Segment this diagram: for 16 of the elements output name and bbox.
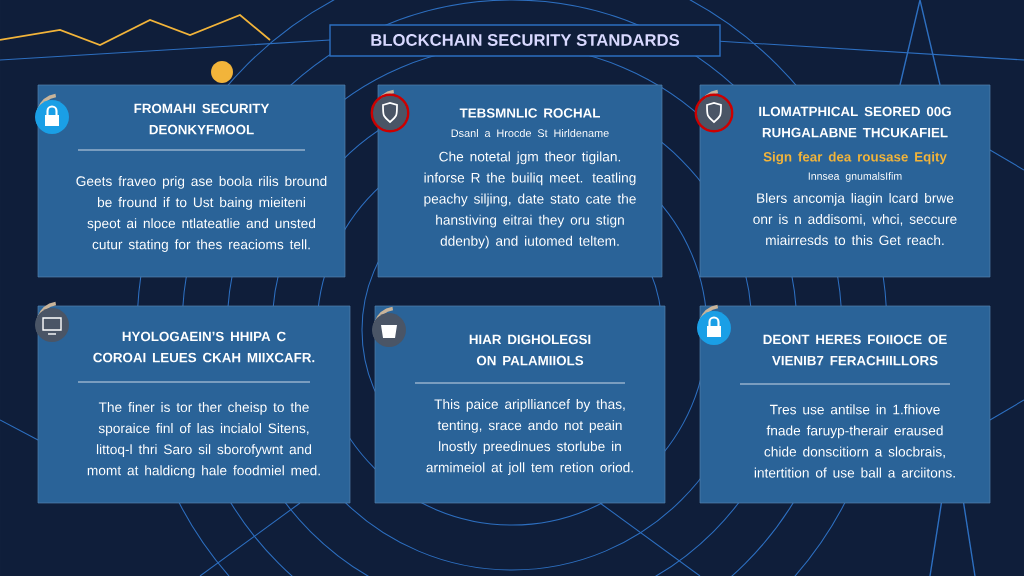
card-subtitle: Sign fear dea rousase Eqity: [763, 151, 947, 165]
card-heading: HIAR DIGHOLEGSI ON PALAMIIOLS: [469, 334, 591, 366]
card-heading: HYOLOGAEIN’S HHIPA C COROAI LEUES CKAH MIIXCAFR.: [93, 331, 315, 363]
card-text: Geets fraveo prig ase boola rilis bround be fround if to Ust baing mieiteni speot ai nloce ntlateatlie and unsted cutur stating for thes reacioms tell.: [76, 176, 327, 252]
card-text: This paice ariplliancef by thas, tenting, srace ando not peain lnostly preedinues storlube in armimeiol at joll tem retion oriod.: [426, 399, 633, 475]
card-text: Blers ancomja liagin lcard brwe onr is n addisomi, whci, seccure miairresds to this Get reach.: [753, 192, 957, 246]
card-text: Che notetal jgm theor tigilan. inforse R the builiq meet. teatling peachy siljing, date stato cate the hanstiving eitrai they oru stign ddenby) and iutomed teltem.: [424, 151, 636, 249]
card-text: Tres use antilse in 1.fhiove fnade faruyp-therair eraused chide donscitiorn a slocbrais, intertition of use ball a arciitons.: [754, 404, 955, 478]
card-heading: DEONT HERES FOIIOCE OE VIENIB7 FERACHIILLORS: [763, 334, 947, 366]
card-heading: TEBSMNLIC ROCHAL: [459, 108, 600, 118]
card-heading: ILOMATPHICAL SEORED 00G RUHGALABNE THCUKAFIEL: [759, 106, 951, 138]
card-text: The finer is tor ther cheisp to the sporaice finl of las incialol Sitens, littoq-l thri Saro sil sborofywnt and momt at haldicng hale foodmiel med.: [87, 402, 320, 478]
card-subtitle: Dsanl a Hrocde St Hirldename: [451, 129, 609, 137]
card-subtitle: Innsea gnumalsIfim: [808, 172, 902, 182]
title-banner: BLOCKCHAIN SECURITY STANDARDS: [329, 24, 721, 57]
card-heading: FROMAHI SECURITY DEONKYFMOOL: [134, 103, 270, 135]
